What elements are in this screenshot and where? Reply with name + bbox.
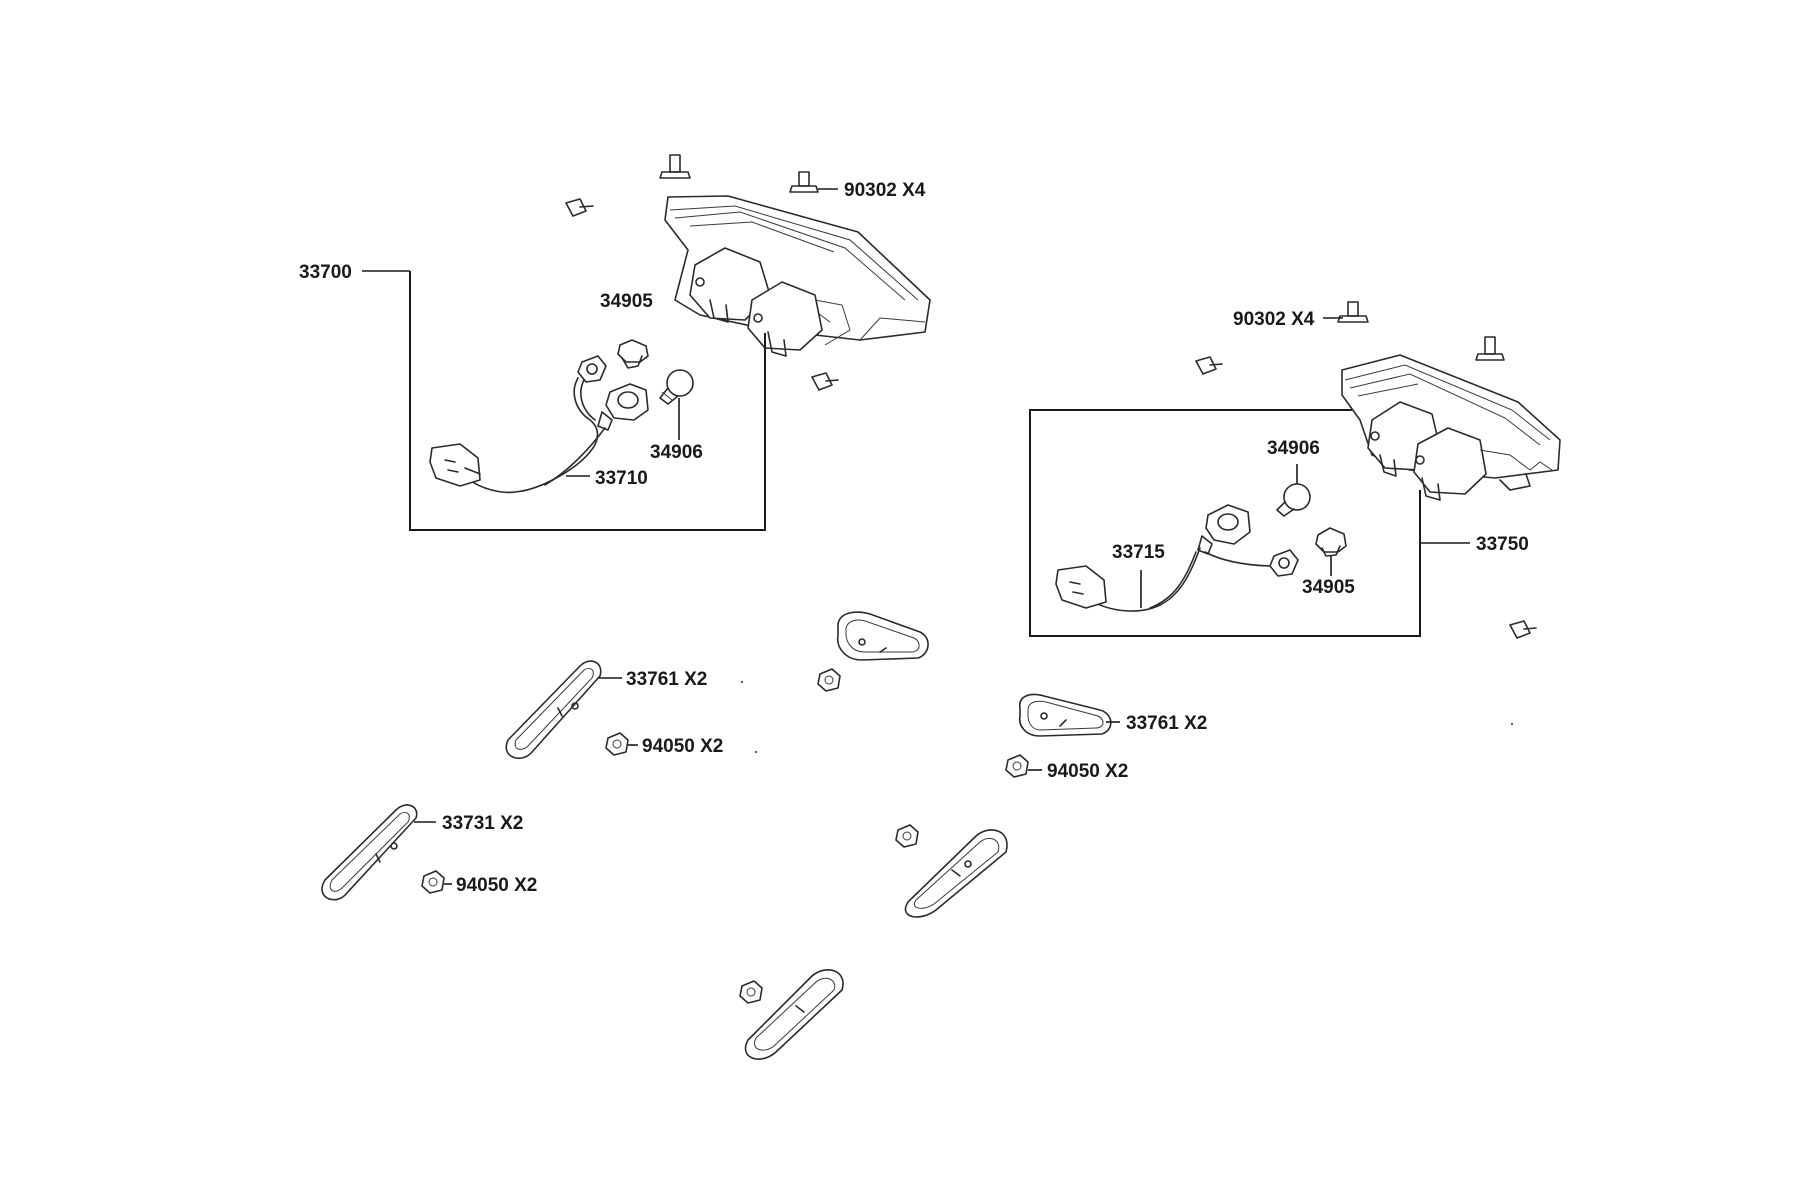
label-nut-lower-left: 94050 X2 — [456, 875, 537, 896]
screw-icon — [565, 198, 594, 217]
nut-icon — [895, 824, 919, 848]
label-bulb-large-right: 34906 — [1267, 438, 1320, 459]
label-bulb-small-right: 34905 — [1302, 577, 1355, 598]
screw-icon — [1509, 620, 1537, 639]
label-screw-left: 90302 X4 — [844, 180, 926, 201]
label-tail-lamp-left-assy: 33700 — [299, 262, 352, 283]
screw-icon — [811, 372, 839, 391]
screw-icon — [1337, 301, 1369, 323]
connector-icon — [1055, 565, 1107, 609]
label-harness-right: 33715 — [1112, 542, 1165, 563]
nut-icon — [605, 732, 629, 756]
tail-lamp-right-housing-icon — [1341, 354, 1561, 501]
harness-right — [1089, 547, 1271, 612]
connector-icon — [429, 443, 481, 487]
nut-icon — [817, 668, 841, 692]
socket-icon — [1269, 549, 1299, 577]
screw-icon — [789, 171, 819, 193]
bulb-icon — [617, 339, 649, 369]
label-harness-left: 33710 — [595, 468, 648, 489]
reflector-icon — [505, 660, 602, 760]
bulb-icon — [1315, 527, 1347, 557]
socket-icon — [597, 383, 649, 431]
screw-icon — [1195, 356, 1223, 375]
socket-icon — [577, 355, 607, 383]
tail-lamp-left-housing-icon — [664, 195, 931, 357]
label-reflector-lower-left: 33731 X2 — [442, 813, 523, 834]
label-nut-upper-left: 94050 X2 — [642, 736, 723, 757]
reflector-icon — [837, 611, 929, 661]
reflector-icon — [321, 804, 418, 901]
bulb-icon — [659, 369, 694, 405]
nut-icon — [739, 980, 763, 1004]
label-reflector-right: 33761 X2 — [1126, 713, 1207, 734]
bulb-icon — [1276, 483, 1311, 517]
screw-icon — [659, 154, 691, 179]
nut-icon — [421, 870, 445, 894]
label-reflector-upper-left: 33761 X2 — [626, 669, 707, 690]
reflector-icon — [904, 829, 1008, 918]
assembly-bracket-33700 — [409, 271, 766, 531]
label-screw-right: 90302 X4 — [1233, 309, 1315, 330]
socket-icon — [1197, 504, 1251, 555]
assembly-bracket-33750 — [1029, 409, 1421, 637]
reflector-icon — [1018, 693, 1112, 737]
reflector-icon — [744, 969, 844, 1060]
label-tail-lamp-right-assy: 33750 — [1476, 534, 1529, 555]
screw-icon — [1475, 336, 1505, 361]
nut-icon — [1005, 754, 1029, 778]
harness-left — [469, 377, 606, 494]
label-bulb-large-left: 34906 — [650, 442, 703, 463]
label-nut-right: 94050 X2 — [1047, 761, 1128, 782]
label-bulb-small-left: 34905 — [600, 291, 653, 312]
